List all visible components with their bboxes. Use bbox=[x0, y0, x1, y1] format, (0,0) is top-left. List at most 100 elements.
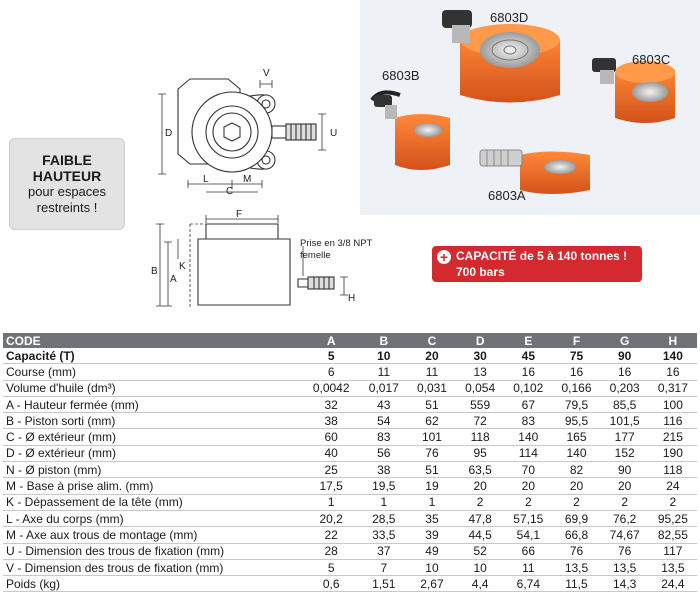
dim-m-label: M bbox=[243, 174, 251, 185]
table-cell: 62 bbox=[407, 412, 457, 430]
table-cell: 1 bbox=[407, 494, 457, 511]
table-cell: 16 bbox=[552, 363, 601, 381]
badge-line-2: HAUTEUR bbox=[32, 168, 102, 184]
table-cell: 33,5 bbox=[359, 526, 408, 544]
header-col-g: G bbox=[600, 333, 649, 348]
table-cell: 16 bbox=[648, 363, 697, 381]
table-cell: 13,5 bbox=[648, 559, 697, 577]
table-cell: 83 bbox=[504, 412, 553, 430]
table-cell: 101 bbox=[407, 428, 457, 446]
table-cell: 28,5 bbox=[359, 510, 408, 528]
table-cell: 49 bbox=[407, 543, 457, 560]
table-cell: 30 bbox=[456, 348, 505, 365]
table-cell: 0,0042 bbox=[302, 380, 360, 397]
header-col-f: F bbox=[552, 333, 601, 348]
table-cell: 22 bbox=[302, 526, 360, 544]
dim-b-label: B bbox=[151, 266, 158, 277]
table-cell: 20,2 bbox=[302, 510, 360, 528]
table-cell: 90 bbox=[600, 348, 649, 365]
header-col-c: C bbox=[407, 333, 457, 348]
row-label: V - Dimension des trous de fixation (mm) bbox=[3, 559, 303, 577]
table-cell: 51 bbox=[407, 396, 457, 414]
port-note-line-2: femelle bbox=[300, 250, 331, 261]
table-cell: 11 bbox=[504, 559, 553, 577]
table-cell: 52 bbox=[456, 543, 505, 560]
table-cell: 54 bbox=[359, 412, 408, 430]
table-cell: 37 bbox=[359, 543, 408, 560]
table-cell: 117 bbox=[648, 543, 697, 560]
table-cell: 24 bbox=[648, 477, 697, 495]
table-cell: 76,2 bbox=[600, 510, 649, 528]
technical-drawing: V U D L C M F B A K H Prise en 3/8 NPT f… bbox=[151, 68, 373, 308]
dim-u-label: U bbox=[330, 128, 337, 139]
table-cell: 118 bbox=[648, 461, 697, 479]
table-cell: 140 bbox=[552, 445, 601, 463]
table-cell: 14,3 bbox=[600, 575, 649, 592]
table-cell: 114 bbox=[504, 445, 553, 463]
row-label: Capacité (T) bbox=[3, 348, 303, 365]
table-cell: 2 bbox=[552, 494, 601, 511]
table-cell: 51 bbox=[407, 461, 457, 479]
table-cell: 140 bbox=[504, 428, 553, 446]
row-label: U - Dimension des trous de fixation (mm) bbox=[3, 543, 303, 560]
table-cell: 56 bbox=[359, 445, 408, 463]
table-cell: 2 bbox=[600, 494, 649, 511]
table-cell: 116 bbox=[648, 412, 697, 430]
row-label: M - Base à prise alim. (mm) bbox=[3, 477, 303, 495]
table-cell: 1,51 bbox=[359, 575, 408, 592]
port-note-line-1: Prise en 3/8 NPT bbox=[300, 238, 373, 249]
table-cell: 74,67 bbox=[600, 526, 649, 544]
table-cell: 2,67 bbox=[407, 575, 457, 592]
table-cell: 28 bbox=[302, 543, 360, 560]
table-cell: 2 bbox=[648, 494, 697, 511]
table-cell: 32 bbox=[302, 396, 360, 414]
table-cell: 1 bbox=[359, 494, 408, 511]
table-cell: 19,5 bbox=[359, 477, 408, 495]
table-cell: 95 bbox=[456, 445, 505, 463]
table-cell: 0,203 bbox=[600, 380, 649, 397]
table-cell: 140 bbox=[648, 348, 697, 365]
table-cell: 165 bbox=[552, 428, 601, 446]
table-cell: 13,5 bbox=[552, 559, 601, 577]
table-cell: 25 bbox=[302, 461, 360, 479]
row-label: M - Axe aux trous de montage (mm) bbox=[3, 526, 303, 544]
table-cell: 5 bbox=[302, 559, 360, 577]
table-cell: 40 bbox=[302, 445, 360, 463]
table-cell: 76 bbox=[600, 543, 649, 560]
table-cell: 47,8 bbox=[456, 510, 505, 528]
header-code: CODE bbox=[3, 333, 303, 348]
table-cell: 38 bbox=[302, 412, 360, 430]
table-cell: 10 bbox=[407, 559, 457, 577]
table-cell: 7 bbox=[359, 559, 408, 577]
header-col-e: E bbox=[504, 333, 553, 348]
table-cell: 95,25 bbox=[648, 510, 697, 528]
badge-line-1: FAIBLE bbox=[42, 152, 92, 168]
row-label: L - Axe du corps (mm) bbox=[3, 510, 303, 528]
capacity-callout: + CAPACITÉ de 5 à 140 tonnes ! 700 bars bbox=[432, 246, 642, 282]
dim-f-label: F bbox=[236, 209, 242, 220]
table-cell: 44,5 bbox=[456, 526, 505, 544]
dim-c-label: C bbox=[226, 186, 233, 197]
product-photo-drawing: 6803D 6803B 6803C 6803A bbox=[370, 10, 675, 203]
table-cell: 66 bbox=[504, 543, 553, 560]
header-col-d: D bbox=[456, 333, 505, 348]
header-col-b: B bbox=[359, 333, 408, 348]
table-cell: 215 bbox=[648, 428, 697, 446]
badge-line-4: restreints ! bbox=[36, 200, 98, 215]
table-row: U - Dimension des trous de fixation (mm)… bbox=[3, 543, 697, 560]
table-cell: 69,9 bbox=[552, 510, 601, 528]
capacity-line-1: CAPACITÉ de 5 à 140 tonnes ! bbox=[456, 249, 628, 263]
table-cell: 4,4 bbox=[456, 575, 505, 592]
table-cell: 70 bbox=[504, 461, 553, 479]
model-label-6803a: 6803A bbox=[488, 188, 526, 203]
